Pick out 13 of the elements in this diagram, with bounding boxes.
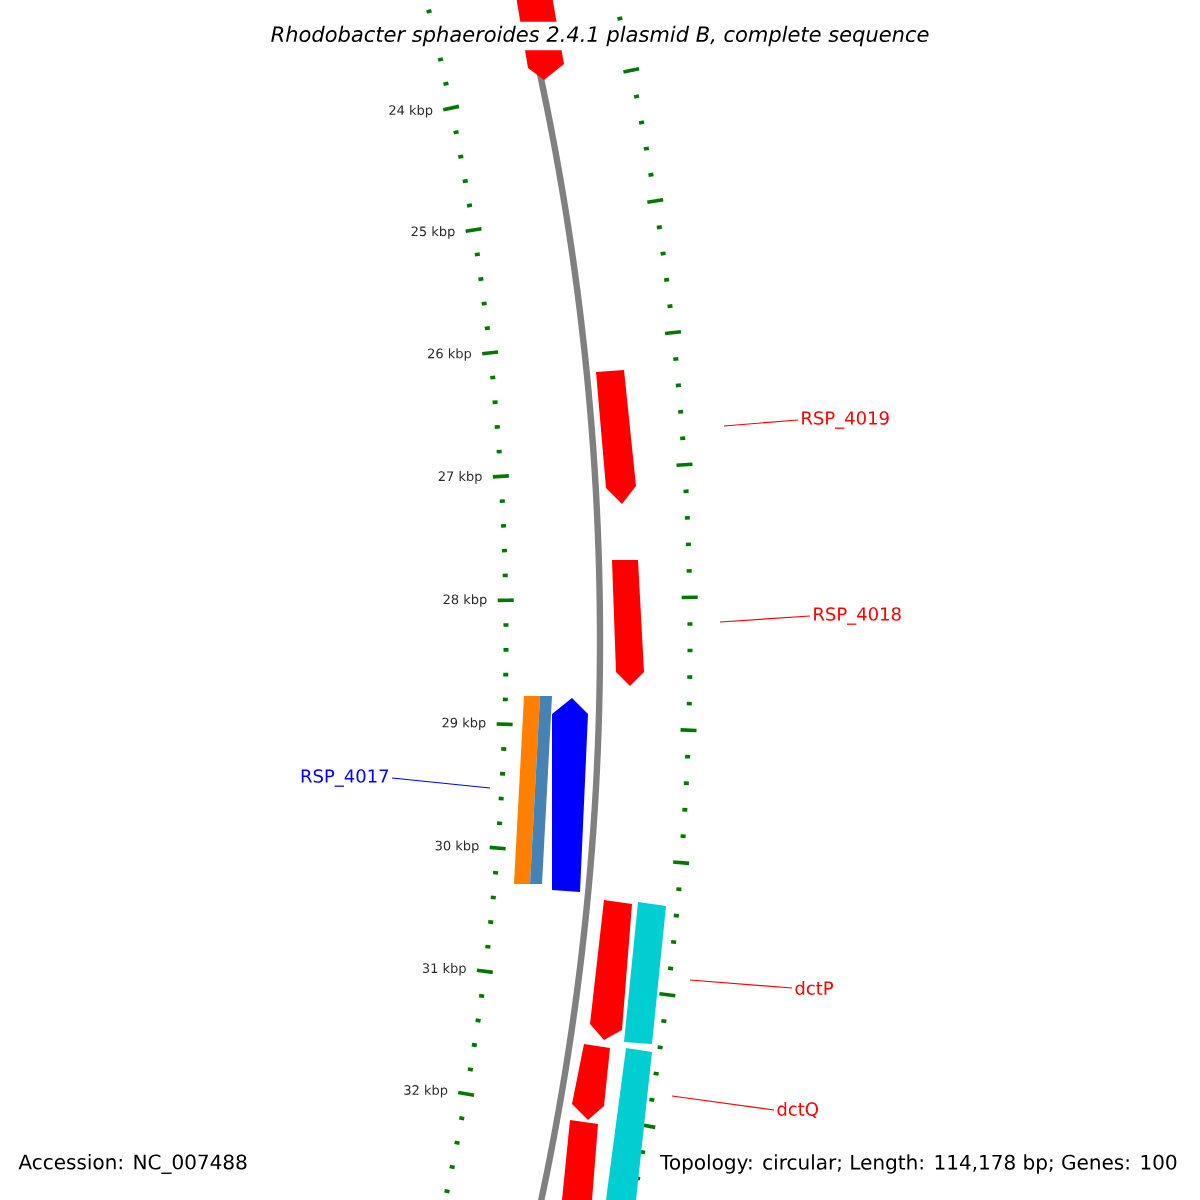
leader-line — [723, 419, 799, 427]
leader-line — [671, 1095, 775, 1111]
leader-line — [391, 777, 491, 789]
gene-label: RSP_4019 — [802, 411, 889, 429]
title: Rhodobacter sphaeroides 2.4.1 plasmid B, complete sequence — [266, 21, 934, 51]
gene-label: RSP_4018 — [814, 607, 901, 625]
gene-label: dctP — [795, 981, 834, 995]
summary-text: Topology: circular; Length: 114,178 bp; Genes: 100 — [660, 1154, 1177, 1174]
gene-label: dctQ — [777, 1102, 818, 1118]
gene-label: RSP_4017 — [301, 769, 389, 787]
leader-line — [719, 615, 811, 623]
leader-line — [689, 979, 793, 989]
accession-text: Accession: NC_007488 — [18, 1154, 247, 1174]
